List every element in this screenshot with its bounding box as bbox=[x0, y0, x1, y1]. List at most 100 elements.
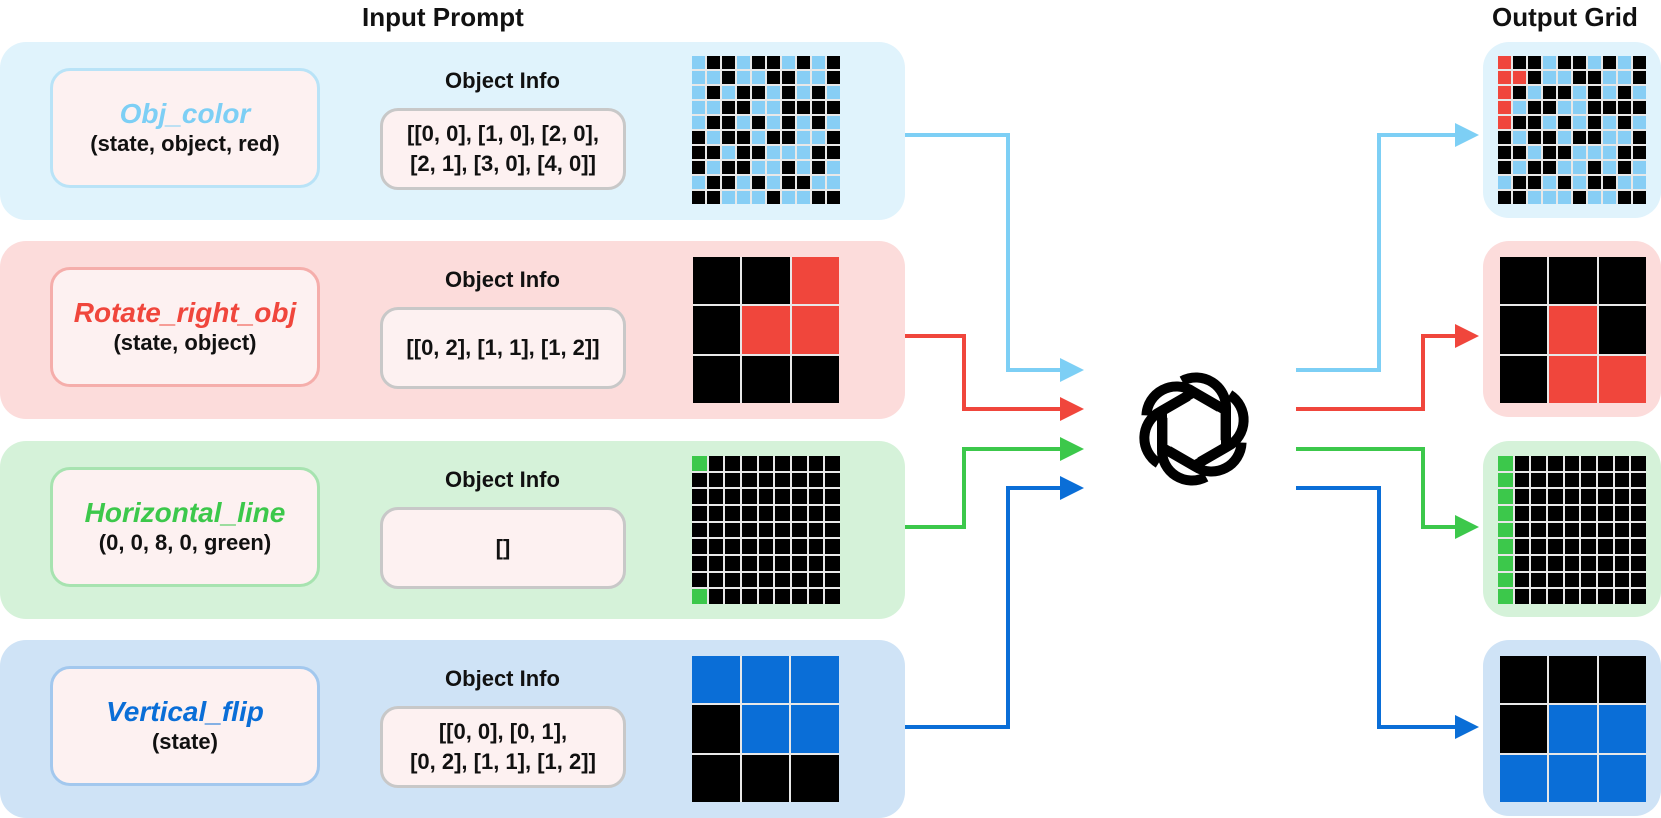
arrow-out-obj-color bbox=[1296, 123, 1479, 372]
grid-cell bbox=[1614, 522, 1630, 538]
grid-cell bbox=[1498, 71, 1511, 84]
grid-cell bbox=[782, 161, 795, 174]
function-args: (state) bbox=[151, 729, 218, 754]
grid-cell bbox=[1498, 101, 1511, 114]
grid-cell bbox=[742, 355, 790, 403]
grid-cell bbox=[1558, 191, 1571, 204]
grid-cell bbox=[692, 489, 707, 504]
grid-cell bbox=[1573, 161, 1586, 174]
grid-cell bbox=[692, 161, 705, 174]
grid-cell bbox=[725, 506, 740, 521]
row-panel-vertical-flip: Vertical_flip (state) Object Info [[0, 0… bbox=[0, 640, 905, 818]
grid-cell bbox=[1498, 131, 1511, 144]
grid-cell bbox=[1564, 472, 1580, 488]
grid-cell bbox=[775, 506, 790, 521]
grid-cell bbox=[1528, 116, 1541, 129]
grid-cell bbox=[1588, 176, 1601, 189]
function-args: (state, object) bbox=[113, 330, 257, 355]
grid-cell bbox=[825, 489, 840, 504]
object-info-box: [[0, 0], [1, 0], [2, 0], [2, 1], [3, 0],… bbox=[380, 108, 626, 190]
grid-cell bbox=[812, 71, 825, 84]
input-grid bbox=[692, 656, 839, 802]
grid-cell bbox=[1543, 176, 1556, 189]
grid-cell bbox=[1631, 522, 1646, 538]
grid-cell bbox=[1614, 539, 1630, 554]
function-name: Horizontal_line bbox=[84, 497, 286, 528]
grid-cell bbox=[708, 472, 724, 488]
grid-cell bbox=[1531, 572, 1546, 588]
grid-cell bbox=[797, 146, 810, 159]
grid-cell bbox=[1514, 539, 1530, 554]
grid-cell bbox=[742, 257, 790, 305]
grid-cell bbox=[1633, 116, 1646, 129]
object-info-box: [[0, 2], [1, 1], [1, 2]] bbox=[380, 307, 626, 389]
grid-cell bbox=[1573, 176, 1586, 189]
grid-cell bbox=[825, 506, 840, 521]
grid-cell bbox=[737, 131, 750, 144]
grid-cell bbox=[775, 489, 790, 504]
grid-cell bbox=[1598, 589, 1613, 604]
grid-cell bbox=[827, 131, 840, 144]
grid-cell bbox=[1588, 146, 1601, 159]
grid-cell bbox=[1633, 176, 1646, 189]
grid-cell bbox=[1514, 506, 1530, 521]
grid-cell bbox=[1618, 116, 1631, 129]
grid-cell bbox=[1513, 161, 1526, 174]
function-args: (0, 0, 8, 0, green) bbox=[98, 530, 272, 555]
grid-cell bbox=[1564, 539, 1580, 554]
grid-cell bbox=[1528, 71, 1541, 84]
grid-cell bbox=[767, 86, 780, 99]
grid-cell bbox=[808, 472, 824, 488]
grid-cell bbox=[1588, 131, 1601, 144]
grid-cell bbox=[1614, 556, 1630, 571]
grid-cell bbox=[1558, 101, 1571, 114]
grid-cell bbox=[1598, 257, 1646, 305]
grid-cell bbox=[797, 86, 810, 99]
grid-cell bbox=[1543, 101, 1556, 114]
grid-cell bbox=[1618, 176, 1631, 189]
grid-cell bbox=[707, 116, 720, 129]
grid-cell bbox=[1598, 754, 1646, 802]
grid-cell bbox=[692, 656, 740, 704]
grid-cell bbox=[707, 86, 720, 99]
grid-cell bbox=[692, 101, 705, 114]
grid-cell bbox=[782, 56, 795, 69]
grid-cell bbox=[1513, 71, 1526, 84]
grid-cell bbox=[792, 489, 807, 504]
grid-cell bbox=[1633, 146, 1646, 159]
grid-cell bbox=[825, 556, 840, 571]
grid-cell bbox=[1618, 146, 1631, 159]
grid-cell bbox=[1603, 116, 1616, 129]
grid-cell bbox=[825, 572, 840, 588]
grid-cell bbox=[1498, 539, 1513, 554]
grid-cell bbox=[722, 116, 735, 129]
grid-cell bbox=[1558, 131, 1571, 144]
grid-cell bbox=[692, 86, 705, 99]
grid-cell bbox=[812, 56, 825, 69]
grid-cell bbox=[767, 191, 780, 204]
grid-cell bbox=[1603, 71, 1616, 84]
grid-cell bbox=[1598, 705, 1646, 753]
grid-cell bbox=[1548, 456, 1563, 471]
grid-cell bbox=[752, 86, 765, 99]
grid-cell bbox=[692, 522, 707, 538]
grid-cell bbox=[742, 306, 790, 354]
grid-cell bbox=[1588, 86, 1601, 99]
grid-cell bbox=[742, 589, 757, 604]
grid-cell bbox=[782, 131, 795, 144]
grid-cell bbox=[742, 539, 757, 554]
arrow-out-horizontal-line bbox=[1296, 447, 1479, 539]
grid-cell bbox=[1598, 556, 1613, 571]
grid-cell bbox=[1631, 539, 1646, 554]
grid-cell bbox=[782, 71, 795, 84]
grid-cell bbox=[752, 161, 765, 174]
grid-cell bbox=[758, 556, 774, 571]
grid-cell bbox=[737, 146, 750, 159]
grid-cell bbox=[1618, 191, 1631, 204]
grid-cell bbox=[767, 131, 780, 144]
grid-cell bbox=[782, 146, 795, 159]
grid-cell bbox=[1598, 656, 1646, 704]
grid-cell bbox=[725, 572, 740, 588]
grid-cell bbox=[1513, 101, 1526, 114]
